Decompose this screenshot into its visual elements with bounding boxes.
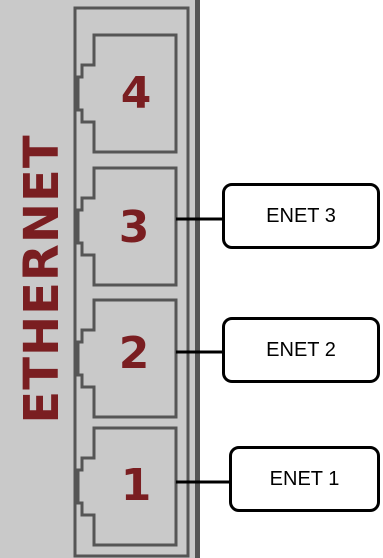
ethernet-port-2[interactable]: 2	[76, 298, 178, 419]
callout-enet3: ENET 3	[222, 183, 380, 249]
ethernet-port-3[interactable]: 3	[76, 166, 178, 287]
ethernet-port-4[interactable]: 4	[76, 33, 178, 154]
port-number-4: 4	[121, 68, 152, 119]
port-number-3: 3	[119, 202, 150, 253]
port-number-1: 1	[121, 460, 152, 511]
rj45-jack-icon	[76, 298, 178, 419]
rj45-jack-icon	[76, 426, 178, 547]
panel-right-border	[195, 0, 200, 558]
rj45-jack-icon	[76, 33, 178, 154]
callout-enet2: ENET 2	[222, 317, 380, 383]
port-number-2: 2	[119, 328, 150, 379]
callout-enet1: ENET 1	[229, 446, 380, 512]
ethernet-port-1[interactable]: 1	[76, 426, 178, 547]
rj45-jack-icon	[76, 166, 178, 287]
